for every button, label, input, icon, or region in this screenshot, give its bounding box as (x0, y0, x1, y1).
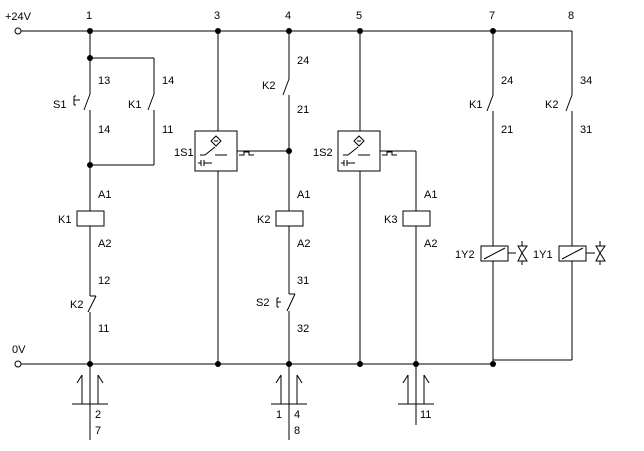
s2-terminal-bottom: 32 (297, 323, 309, 335)
k2-coil-label: K2 (257, 214, 270, 226)
k1-coil-a2: A2 (98, 238, 111, 250)
k3-coil-label: K3 (384, 214, 397, 226)
solenoid-1y2: 1Y2 (455, 241, 528, 265)
column-7: K1 24 21 1Y2 (455, 31, 528, 364)
solenoid-1y2-label: 1Y2 (455, 249, 475, 261)
k1-valve-contact: K1 24 21 (469, 75, 513, 246)
k2-contact-table: 1 4 8 (271, 364, 307, 440)
positive-rail: +24V (5, 11, 573, 46)
k2-coil: K2 A1 A2 (257, 189, 310, 250)
column-number: 4 (285, 10, 291, 22)
k2-nc-terminal-top: 12 (98, 275, 110, 287)
column-1: S1 13 14 K1 14 11 K1 A1 A2 K2 (53, 31, 174, 364)
column-number: 3 (214, 10, 220, 22)
k1-coil-a1: A1 (98, 189, 111, 201)
k1-table-entry: 2 (95, 409, 101, 421)
solenoid-1y1: 1Y1 (533, 241, 606, 265)
sensor-1s1: 1S1 (174, 130, 238, 172)
k3-contact-table: 11 (398, 364, 434, 425)
zero-volt-rail: 0V (12, 344, 493, 368)
k2-valve-terminal-top: 34 (580, 75, 592, 87)
solenoid-1y1-label: 1Y1 (533, 249, 553, 261)
k1-contact-table: 2 7 (72, 364, 108, 440)
sensor-1s1-label: 1S1 (174, 147, 194, 159)
column-5: 1S2 K3 A1 A2 (313, 31, 437, 364)
s1-terminal-bottom: 14 (98, 124, 110, 136)
k3-coil-a2: A2 (424, 238, 437, 250)
k3-table-entry: 11 (420, 409, 431, 421)
zero-volt-rail-label: 0V (12, 344, 26, 356)
column-number: 1 (86, 10, 92, 22)
k2-table-entry: 1 (276, 409, 282, 421)
s1-pushbutton: S1 13 14 (53, 75, 110, 165)
column-4: K2 24 21 K2 A1 A2 S2 31 32 (256, 31, 310, 364)
s2-label: S2 (256, 297, 269, 309)
k1-coil-label: K1 (58, 214, 71, 226)
k1-valve-terminal-bottom: 21 (501, 124, 513, 136)
sensor-1s2: 1S2 (313, 130, 381, 172)
column-number: 7 (489, 10, 495, 22)
sensor-1s2-label: 1S2 (313, 147, 333, 159)
k2-valve-terminal-bottom: 31 (580, 124, 592, 136)
k2-valve-contact: K2 34 31 (545, 75, 592, 246)
k1-holding-label: K1 (128, 99, 141, 111)
positive-rail-label: +24V (5, 11, 32, 23)
column-number: 5 (356, 10, 362, 22)
k2-table-entry: 4 (294, 409, 300, 421)
k1-coil: K1 A1 A2 (58, 189, 111, 250)
k1-holding-terminal-top: 14 (162, 75, 174, 87)
s1-label: S1 (53, 99, 66, 111)
k1-table-entry: 7 (95, 425, 101, 437)
k1-holding-contact: K1 14 11 (90, 75, 174, 166)
k1-holding-terminal-bottom: 11 (162, 124, 173, 136)
k2-coil-a1: A1 (297, 189, 310, 201)
k2-nc-terminal-bottom: 11 (98, 323, 109, 335)
k2-self-hold-label: K2 (262, 80, 275, 92)
column-8: K2 34 31 1Y1 (493, 46, 606, 361)
k2-coil-a2: A2 (297, 238, 310, 250)
k2-nc-contact: K2 12 11 (70, 275, 110, 364)
k3-coil-a1: A1 (424, 189, 437, 201)
k2-self-hold-terminal-bottom: 21 (297, 104, 309, 116)
k2-valve-contact-label: K2 (545, 99, 558, 111)
k2-self-hold-terminal-top: 24 (297, 55, 309, 67)
column-3: 1S1 (174, 31, 289, 364)
k1-valve-contact-label: K1 (469, 99, 482, 111)
k2-nc-label: K2 (70, 299, 83, 311)
k1-valve-terminal-top: 24 (501, 75, 513, 87)
column-number: 8 (568, 10, 574, 22)
k2-self-hold-contact: K2 24 21 (262, 55, 309, 151)
s2-terminal-top: 31 (297, 275, 309, 287)
k3-coil: K3 A1 A2 (384, 189, 437, 250)
s1-terminal-top: 13 (98, 75, 110, 87)
k2-table-entry: 8 (294, 425, 300, 437)
s2-pushbutton-nc: S2 31 32 (256, 275, 309, 364)
